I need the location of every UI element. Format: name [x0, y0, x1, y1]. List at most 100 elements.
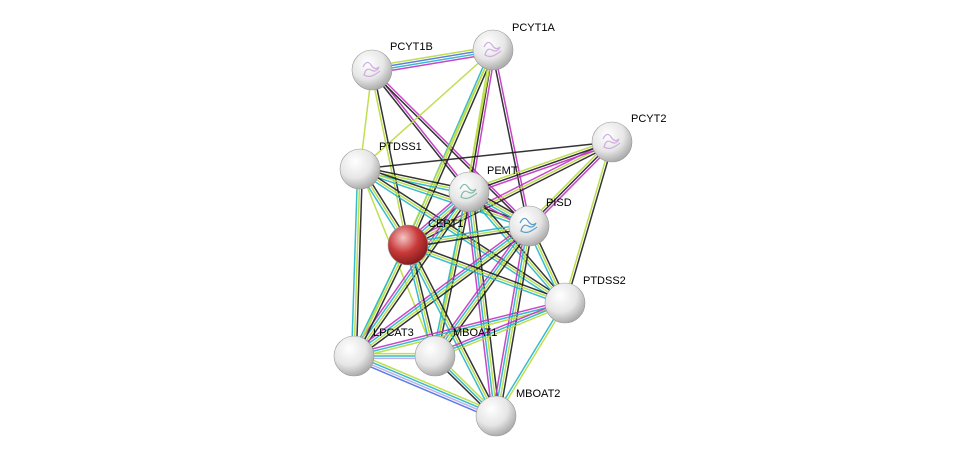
edge-evidence-black — [408, 227, 530, 249]
edge-evidence-yellow — [353, 168, 361, 357]
edge-evidence-yellow — [407, 225, 530, 246]
edge-evidence-black — [471, 191, 501, 416]
edge-evidence-black — [491, 50, 529, 227]
edge-evidence-yellow — [370, 70, 408, 246]
edge-evidence-blue — [352, 358, 495, 421]
edge-lpcat3-mboat2[interactable] — [352, 351, 498, 421]
edge-evidence-yellow — [354, 226, 531, 358]
edge-ptdss1-lpcat3[interactable] — [350, 168, 364, 357]
edge-evidence-magenta — [491, 225, 527, 416]
edge-evidence-yellow — [496, 303, 567, 418]
edge-evidence-cyan — [353, 302, 566, 357]
edge-evidence-magenta — [469, 143, 614, 195]
node-circle[interactable] — [333, 335, 375, 377]
node-label: PEMT — [487, 165, 518, 177]
node-circle[interactable] — [414, 335, 456, 377]
edge-evidence-black — [355, 245, 411, 358]
edge-evidence-magenta — [351, 222, 528, 354]
edge-evidence-cyan — [350, 168, 359, 356]
edge-evidence-yellow — [563, 141, 612, 303]
edge-pcyt2-ptdss1[interactable] — [359, 141, 613, 170]
node-pemt[interactable]: PEMT — [448, 165, 518, 213]
edge-evidence-lavender — [353, 356, 496, 418]
edge-evidence-black — [437, 227, 533, 359]
edge-evidence-black — [565, 142, 614, 304]
edge-evidence-yellow — [353, 244, 409, 357]
node-pcyt2[interactable]: PCYT2 — [591, 113, 666, 163]
node-circle[interactable] — [544, 282, 586, 324]
protein-structure-icon — [483, 41, 502, 58]
node-label: CEPT1 — [428, 218, 463, 230]
edge-evidence-black — [355, 228, 532, 360]
edge-evidence-cyan — [354, 354, 497, 416]
edge-evidence-yellow — [407, 244, 566, 304]
edge-pcyt2-pemt[interactable] — [467, 139, 614, 195]
node-label: PTDSS2 — [583, 275, 626, 287]
edge-evidence-blue — [371, 48, 493, 70]
edge-evidence-cyan — [352, 224, 529, 356]
edge-evidence-black — [356, 193, 473, 359]
edge-pcyt1a-ptdss1[interactable] — [359, 49, 494, 170]
edge-pcyt2-ptdss2[interactable] — [563, 141, 614, 304]
node-mboat2[interactable]: MBOAT2 — [475, 388, 560, 437]
node-label: PCYT2 — [631, 113, 666, 125]
edge-evidence-yellow — [467, 139, 612, 191]
node-label: LPCAT3 — [373, 327, 414, 339]
edge-evidence-cyan — [494, 225, 529, 416]
edge-evidence-black — [409, 243, 499, 416]
node-label: PTDSS1 — [379, 141, 422, 153]
edge-evidence-black — [498, 226, 534, 417]
edge-evidence-yellow — [371, 45, 493, 68]
edge-evidence-cyan — [352, 190, 469, 356]
edge-evidence-cyan — [372, 50, 494, 72]
edge-ptdss2-mboat2[interactable] — [494, 301, 567, 418]
node-lpcat3[interactable]: LPCAT3 — [333, 327, 414, 377]
edge-evidence-magenta — [372, 52, 494, 75]
edge-ptdss2-mboat1[interactable] — [433, 300, 567, 359]
edge-evidence-magenta — [353, 299, 565, 355]
edge-evidence-cyan — [358, 170, 529, 229]
node-label: MBOAT1 — [453, 327, 497, 339]
node-circle[interactable] — [339, 148, 381, 190]
node-mboat1[interactable]: MBOAT1 — [414, 327, 497, 377]
node-ptdss2[interactable]: PTDSS2 — [544, 275, 626, 324]
edge-evidence-yellow — [359, 49, 494, 170]
edge-pcyt1a-pisd[interactable] — [491, 49, 531, 227]
edge-evidence-yellow — [435, 304, 567, 359]
edge-evidence-cyan — [466, 193, 564, 306]
edge-cept1-lpcat3[interactable] — [351, 243, 411, 358]
edge-evidence-yellow — [434, 191, 470, 357]
edge-pcyt1a-lpcat3[interactable] — [353, 49, 494, 357]
edge-cept1-ptdss2[interactable] — [406, 242, 567, 306]
edge-pcyt1b-cept1[interactable] — [370, 69, 410, 246]
edge-evidence-yellow — [469, 191, 498, 416]
edge-evidence-black — [370, 70, 469, 194]
node-pcyt1a[interactable]: PCYT1A — [472, 22, 555, 71]
edge-evidence-black — [468, 141, 613, 193]
edge-evidence-cyan — [467, 192, 496, 417]
query-node-circle[interactable] — [387, 224, 429, 266]
edge-evidence-cyan — [434, 302, 566, 357]
edge-pisd-lpcat3[interactable] — [351, 222, 532, 360]
edge-evidence-magenta — [470, 50, 497, 193]
edge-pcyt1b-pcyt1a[interactable] — [371, 45, 494, 75]
edge-evidence-yellow — [359, 168, 530, 227]
edge-pemt-mboat2[interactable] — [464, 191, 501, 417]
edges-layer — [350, 45, 615, 421]
node-ptdss1[interactable]: PTDSS1 — [339, 141, 422, 190]
edge-pemt-mboat1[interactable] — [431, 191, 473, 357]
node-label: PCYT1A — [512, 22, 555, 34]
node-label: MBOAT2 — [516, 388, 560, 400]
edge-evidence-magenta — [433, 300, 565, 355]
edge-evidence-black — [359, 141, 613, 170]
protein-structure-icon — [459, 183, 478, 200]
node-cept1[interactable]: CEPT1 — [387, 218, 463, 266]
node-pisd[interactable]: PISD — [508, 197, 572, 247]
node-label: PISD — [546, 197, 572, 209]
edge-pisd-cept1[interactable] — [407, 222, 530, 249]
node-circle[interactable] — [475, 395, 517, 437]
edge-evidence-black — [372, 69, 410, 245]
node-pcyt1b[interactable]: PCYT1B — [351, 41, 433, 91]
